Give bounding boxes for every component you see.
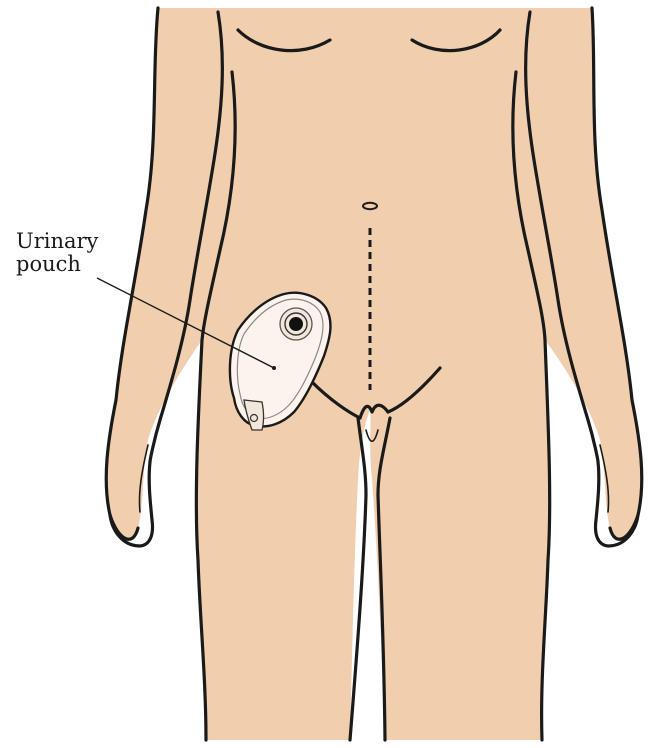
label-line-1: Urinary — [16, 229, 99, 253]
stoma-icon — [280, 308, 312, 340]
body-skin — [106, 8, 642, 740]
label-line-2: pouch — [16, 252, 81, 276]
